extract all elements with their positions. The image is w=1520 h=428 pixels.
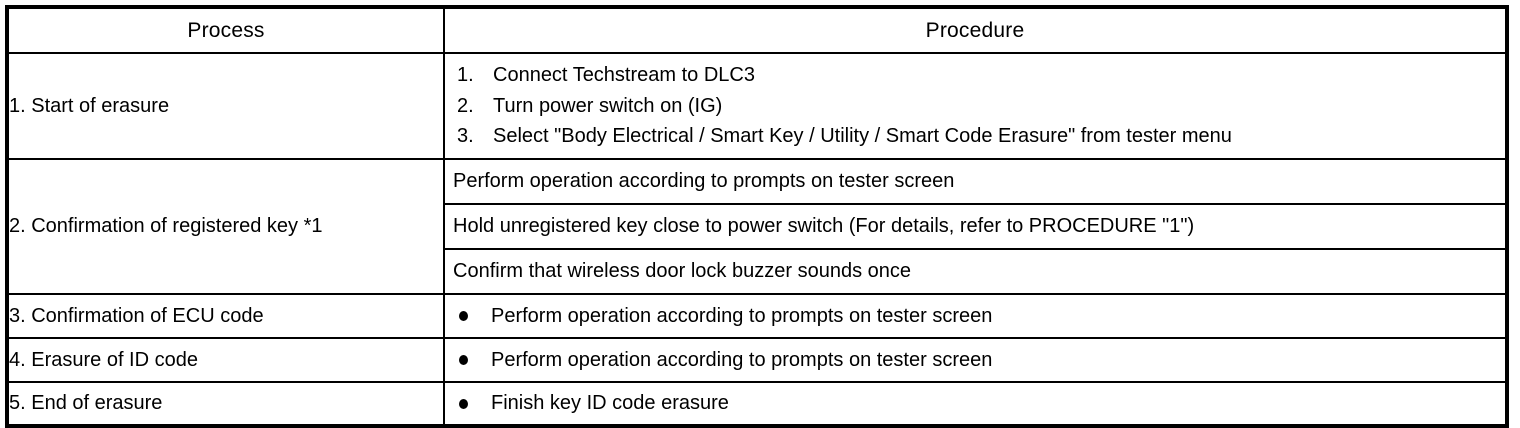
bullet-text: Finish key ID code erasure [491, 392, 729, 414]
table-row: 3. Confirmation of ECU code Perform oper… [6, 293, 1508, 339]
table-header: Process Procedure [6, 6, 1508, 54]
sub-row: Hold unregistered key close to power swi… [445, 204, 1505, 250]
procedure-subrow-table: Perform operation according to prompts o… [445, 160, 1505, 293]
sub-row: Perform operation according to prompts o… [445, 160, 1505, 205]
bullet-text: Perform operation according to prompts o… [491, 304, 993, 327]
bullet-line: Finish key ID code erasure [445, 391, 1505, 416]
key-code-erasure-procedure-table: Process Procedure 1. Start of erasure 1.… [5, 5, 1509, 428]
table-body: 1. Start of erasure 1. Connect Techstrea… [6, 52, 1508, 427]
list-item-number: 1. [457, 64, 474, 87]
bullet-line: Perform operation according to prompts o… [445, 348, 1505, 373]
bullet-line: Perform operation according to prompts o… [445, 304, 1505, 329]
sub-row-text: Perform operation according to prompts o… [445, 160, 1505, 205]
bullet-icon [459, 398, 468, 409]
procedure-cell: 1. Connect Techstream to DLC3 2. Turn po… [443, 52, 1508, 160]
bullet-icon [459, 355, 468, 365]
process-cell: 1. Start of erasure [6, 52, 445, 160]
sub-row-text: Hold unregistered key close to power swi… [445, 204, 1505, 250]
list-item: 1. Connect Techstream to DLC3 [457, 60, 1505, 90]
process-cell: 3. Confirmation of ECU code [6, 293, 445, 339]
list-item-number: 3. [457, 125, 474, 148]
process-cell: 5. End of erasure [6, 381, 445, 427]
column-header-procedure: Procedure [443, 6, 1508, 54]
list-item-text: Turn power switch on (IG) [493, 94, 723, 117]
column-header-process: Process [6, 6, 445, 54]
list-item-text: Select "Body Electrical / Smart Key / Ut… [493, 125, 1232, 148]
procedure-cell: Perform operation according to prompts o… [443, 337, 1508, 383]
header-row: Process Procedure [6, 6, 1508, 54]
bullet-text: Perform operation according to prompts o… [491, 348, 993, 371]
process-cell: 4. Erasure of ID code [6, 337, 445, 383]
procedure-cell: Perform operation according to prompts o… [443, 158, 1508, 295]
sub-row: Confirm that wireless door lock buzzer s… [445, 249, 1505, 293]
sub-row-text: Confirm that wireless door lock buzzer s… [445, 249, 1505, 293]
procedure-cell: Finish key ID code erasure [443, 381, 1508, 427]
numbered-step-list: 1. Connect Techstream to DLC3 2. Turn po… [445, 60, 1505, 151]
procedure-table-container: Process Procedure 1. Start of erasure 1.… [5, 5, 1509, 428]
process-cell: 2. Confirmation of registered key *1 [6, 158, 445, 295]
list-item-number: 2. [457, 94, 474, 117]
list-item-text: Connect Techstream to DLC3 [493, 64, 755, 87]
list-item: 3. Select "Body Electrical / Smart Key /… [457, 121, 1505, 151]
list-item: 2. Turn power switch on (IG) [457, 91, 1505, 121]
bullet-icon [459, 311, 468, 321]
table-row: 2. Confirmation of registered key *1 Per… [6, 158, 1508, 295]
procedure-cell: Perform operation according to prompts o… [443, 293, 1508, 339]
table-row: 1. Start of erasure 1. Connect Techstrea… [6, 52, 1508, 160]
table-row: 5. End of erasure Finish key ID code era… [6, 381, 1508, 427]
table-row: 4. Erasure of ID code Perform operation … [6, 337, 1508, 383]
